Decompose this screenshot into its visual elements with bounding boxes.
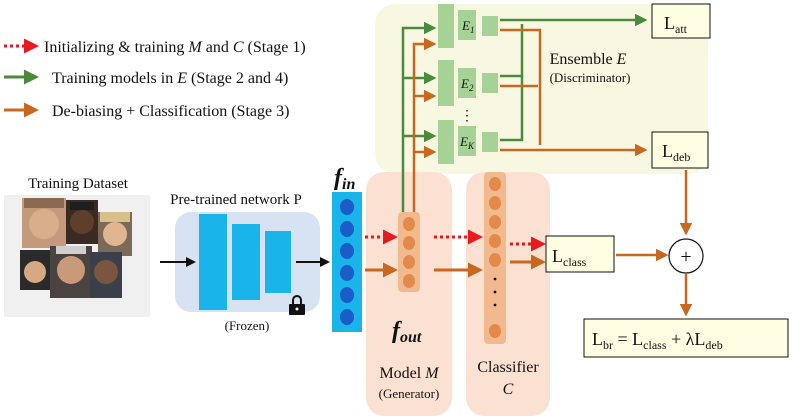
classifier-var: C xyxy=(503,381,514,398)
orange-paths-up xyxy=(412,37,437,212)
ensemble-model-1: E1 xyxy=(438,4,498,48)
f-in-vector xyxy=(332,192,362,332)
sum-node xyxy=(668,238,704,274)
svg-text:EK: EK xyxy=(459,134,475,151)
ensemble-dots: ⋮ xyxy=(460,109,474,124)
svg-text:E1: E1 xyxy=(461,18,474,35)
model-layer xyxy=(398,212,420,292)
ensemble-role: (Discriminator) xyxy=(550,70,631,85)
lock-icon xyxy=(289,295,305,315)
ensemble-model-2: E2 xyxy=(438,60,498,106)
svg-text:E2: E2 xyxy=(460,76,474,93)
f-out-label: fout xyxy=(392,318,422,346)
face-image-1 xyxy=(22,198,66,248)
face-image-4 xyxy=(20,250,50,290)
l-deb-label: Ldeb xyxy=(662,141,690,164)
l-br-formula: Lbr = Lclass + λLdeb xyxy=(592,329,723,352)
face-image-6 xyxy=(90,252,122,298)
model-label: Model M xyxy=(379,365,440,382)
l-att-label: Latt xyxy=(664,13,688,36)
face-image-5 xyxy=(50,246,92,298)
training-dataset-images xyxy=(4,195,150,317)
l-br-box xyxy=(583,318,789,358)
pretrained-frozen-label: (Frozen) xyxy=(225,318,270,333)
l-class-label: Lclass xyxy=(552,246,587,269)
f-in-nodes xyxy=(340,199,354,325)
legend: Initializing & training M and C (Stage 1… xyxy=(4,38,306,120)
f-in-label: fin xyxy=(334,165,355,193)
l-deb-box xyxy=(651,131,709,169)
classifier-region xyxy=(466,172,550,416)
pretrained-label: Pre-trained network P xyxy=(170,192,302,208)
green-paths xyxy=(401,21,437,212)
l-att-box xyxy=(651,3,711,39)
training-dataset-label: Training Dataset xyxy=(28,176,129,192)
ensemble-output-orange xyxy=(500,28,648,157)
model-role: (Generator) xyxy=(379,386,440,401)
l-class-box xyxy=(545,235,615,273)
pretrained-layer-3 xyxy=(265,231,291,293)
classifier-label: Classifier xyxy=(477,359,539,376)
legend-stage24-text: Training models in E (Stage 2 and 4) xyxy=(52,70,288,87)
pretrained-layer-2 xyxy=(232,224,260,300)
classifier-nodes xyxy=(489,177,501,338)
ensemble-output-green xyxy=(500,13,648,142)
model-nodes xyxy=(403,217,415,288)
classifier-dots xyxy=(493,277,497,307)
face-image-2 xyxy=(66,200,98,244)
ensemble-label: Ensemble E xyxy=(550,51,627,68)
face-image-3 xyxy=(98,212,132,256)
legend-stage3-text: De-biasing + Classification (Stage 3) xyxy=(52,103,289,120)
sum-symbol: + xyxy=(680,246,691,268)
legend-stage1-text: Initializing & training M and C (Stage 1… xyxy=(44,39,306,56)
ensemble-model-k: EK xyxy=(438,120,498,164)
pretrained-layer-1 xyxy=(199,214,227,310)
